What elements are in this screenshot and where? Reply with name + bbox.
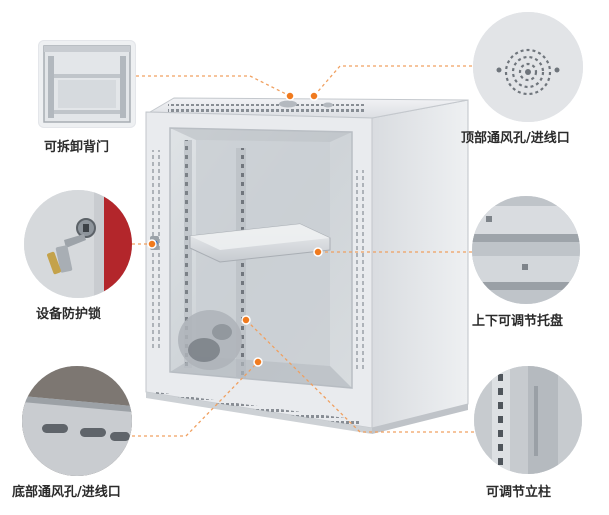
cabinet-front-frame — [145, 111, 373, 429]
detail-lock — [24, 190, 132, 298]
tray-detail-icon — [472, 196, 580, 304]
key-lock-icon — [24, 190, 132, 298]
adjustable-post-right — [184, 140, 192, 368]
label-top-vent: 顶部通风孔/进线口 — [461, 131, 570, 146]
fan-vent-icon — [473, 12, 583, 122]
leader-bottom-vent — [132, 361, 259, 437]
accessory-bag — [178, 310, 242, 370]
detail-tray — [472, 196, 580, 304]
detail-rear-door — [38, 40, 136, 128]
label-tray: 上下可调节托盘 — [472, 314, 564, 329]
cabinet-side-panel — [371, 99, 469, 429]
glass-door — [169, 127, 353, 389]
dot-lock — [147, 239, 157, 249]
front-left-perforation — [150, 150, 162, 350]
bottom-vent-strip — [156, 392, 360, 426]
cabinet-floor — [170, 356, 352, 388]
detail-bottom-vent — [22, 366, 132, 476]
detail-post — [474, 366, 582, 474]
top-vent-strip — [168, 104, 364, 114]
dot-tray — [313, 247, 323, 257]
dot-bottom-vent — [253, 357, 263, 367]
label-lock: 设备防护锁 — [36, 307, 102, 322]
detail-top-vent — [473, 12, 583, 122]
leader-top-vent — [313, 65, 472, 97]
dot-post — [241, 315, 251, 325]
label-bottom-vent: 底部通风孔/进线口 — [12, 485, 121, 500]
label-rear-door: 可拆卸背门 — [44, 140, 110, 155]
dot-top-vent — [309, 91, 319, 101]
dot-rear-door — [285, 91, 295, 101]
top-vent-hole-right — [323, 102, 333, 108]
adjustable-tray — [189, 223, 331, 263]
top-vent-hole-left — [279, 100, 297, 108]
cabinet-top-panel — [148, 97, 469, 119]
cabinet-base — [146, 392, 372, 434]
rear-door-icon — [43, 45, 131, 123]
label-post: 可调节立柱 — [486, 485, 552, 500]
leader-post — [245, 319, 474, 433]
post-detail-icon — [474, 366, 582, 474]
door-lock — [150, 236, 159, 250]
bottom-vent-icon — [22, 366, 132, 476]
inner-back-wall — [196, 140, 330, 366]
interior-shadow — [170, 128, 352, 142]
leader-rear-door — [136, 75, 291, 97]
front-right-perforation — [356, 170, 366, 370]
adjustable-post-left — [236, 148, 246, 378]
